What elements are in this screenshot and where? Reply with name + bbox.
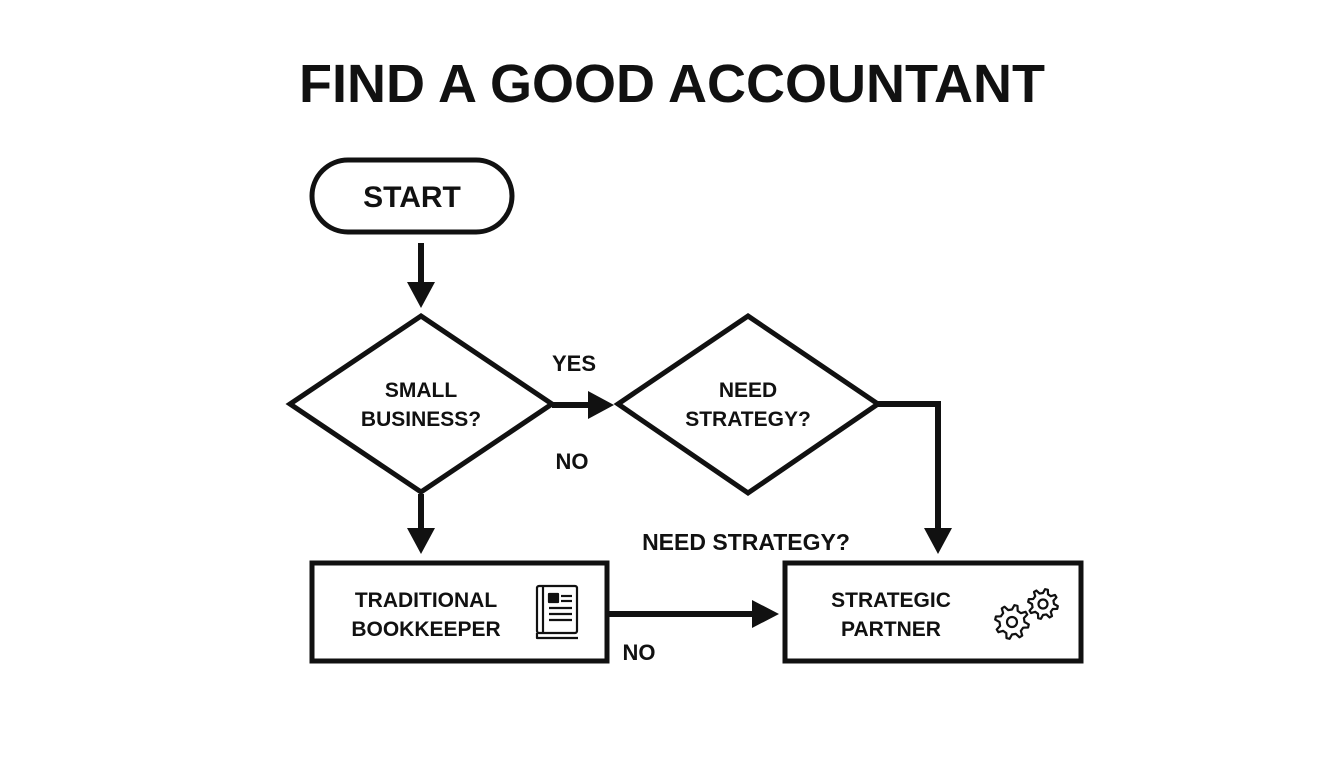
start-node: START — [309, 157, 515, 235]
node-label-line1: TRADITIONAL — [355, 589, 497, 612]
arrowhead — [752, 600, 779, 628]
arrowhead — [407, 528, 435, 554]
gears-icon — [994, 588, 1059, 640]
gear-hub — [1037, 598, 1049, 610]
edge-start-to-small-business — [407, 243, 435, 308]
edge-label-no: NO — [556, 449, 589, 474]
start-terminator-shape — [309, 157, 515, 235]
process-box — [309, 560, 610, 664]
need-strategy-decision: NEED STRATEGY? — [613, 312, 883, 497]
edge-small-business-to-bookkeeper — [407, 494, 435, 554]
edge-label-need-strategy: NEED STRATEGY? — [642, 529, 850, 555]
decision-label-line2: STRATEGY? — [685, 408, 811, 431]
edge-label-yes: YES — [552, 351, 596, 376]
decision-label-line1: NEED — [719, 379, 777, 402]
start-label: START — [363, 181, 461, 214]
decision-label-line1: SMALL — [385, 379, 457, 402]
node-label-line2: BOOKKEEPER — [351, 618, 500, 641]
arrowhead — [924, 528, 952, 554]
strategic-partner-node: STRATEGIC PARTNER — [782, 560, 1084, 664]
edge-yes-to-need-strategy: YES — [552, 351, 614, 419]
edge-line — [878, 401, 941, 530]
gear-shape — [994, 604, 1030, 640]
book-icon — [535, 584, 579, 640]
edge-bookkeeper-to-strategic-partner — [607, 600, 779, 628]
page-title: FIND A GOOD ACCOUNTANT — [299, 54, 1045, 114]
small-business-decision: SMALL BUSINESS? — [285, 312, 557, 496]
gear-hub — [1005, 615, 1019, 629]
decision-diamond — [285, 312, 557, 496]
arrowhead — [588, 391, 614, 419]
decision-diamond — [613, 312, 883, 497]
arrowhead — [407, 282, 435, 308]
gear-shape — [1027, 588, 1059, 620]
decision-label-line2: BUSINESS? — [361, 408, 481, 431]
edge-need-strategy-to-strategic-partner — [878, 401, 952, 554]
edge-label-no-bottom: NO — [623, 640, 656, 665]
traditional-bookkeeper-node: TRADITIONAL BOOKKEEPER — [309, 560, 610, 664]
node-label-line1: STRATEGIC — [831, 589, 951, 612]
node-label-line2: PARTNER — [841, 618, 941, 641]
